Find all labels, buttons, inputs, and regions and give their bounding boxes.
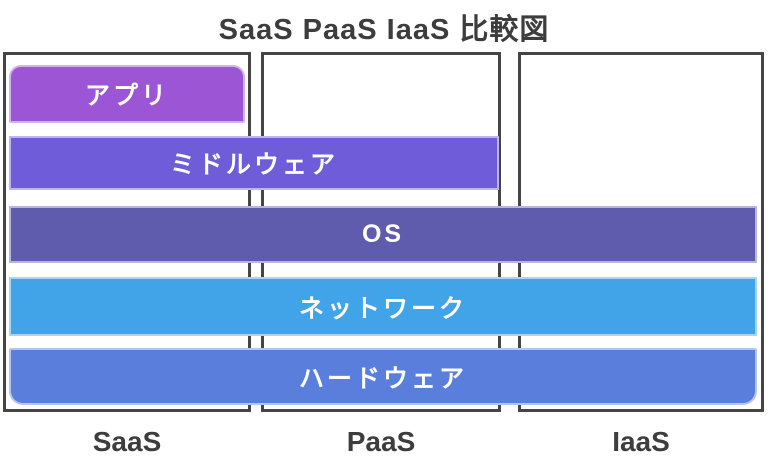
layer-middleware: ミドルウェア xyxy=(9,136,499,190)
layer-hardware-label: ハードウェア xyxy=(298,364,467,393)
column-label-saas: SaaS xyxy=(92,426,162,457)
layer-os: OS xyxy=(9,206,757,263)
diagram-title: SaaS PaaS IaaS 比較図 xyxy=(218,14,550,46)
layer-hardware: ハードウェア xyxy=(9,348,757,405)
layer-network-label: ネットワーク xyxy=(298,294,467,323)
layer-os-label: OS xyxy=(361,220,405,248)
layer-app: アプリ xyxy=(9,65,245,123)
layer-middleware-label: ミドルウェア xyxy=(169,151,338,179)
layer-app-label: アプリ xyxy=(84,82,169,110)
column-label-iaas: IaaS xyxy=(612,426,670,457)
layer-network: ネットワーク xyxy=(9,277,757,336)
column-label-paas: PaaS xyxy=(346,426,416,457)
